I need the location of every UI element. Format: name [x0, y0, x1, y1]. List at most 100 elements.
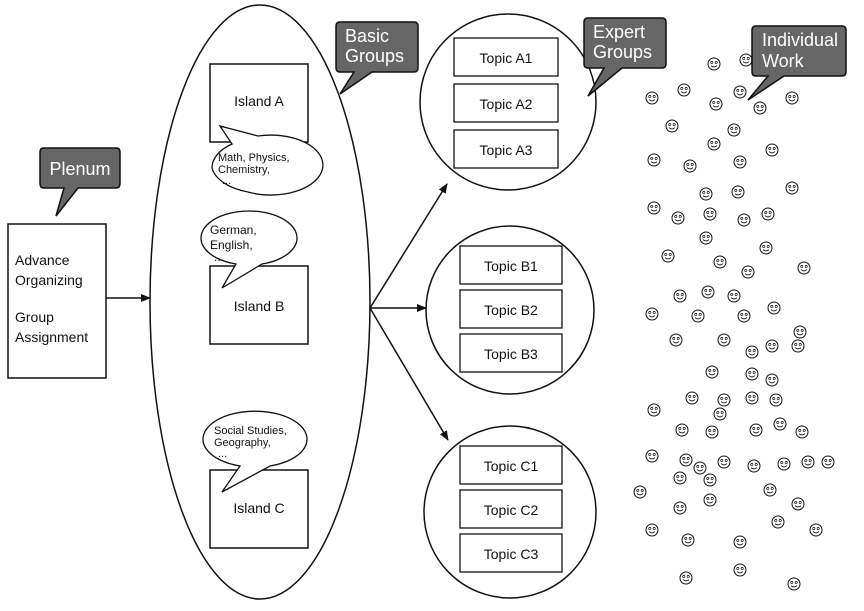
student-smiley-icon: [645, 449, 659, 463]
island-c-bubble: [202, 410, 308, 493]
student-smiley-icon: [705, 425, 719, 439]
plenum-callout-label: Plenum: [49, 159, 110, 179]
island-a-bubble-line2: Chemistry,: [218, 164, 270, 176]
student-smiley-icon: [785, 91, 799, 105]
topic-c2: Topic C2: [484, 502, 539, 518]
student-smiley-icon: [709, 97, 723, 111]
island-c: Island C Social Studies, Geography, ...: [202, 410, 309, 549]
student-smiley-icon: [765, 373, 779, 387]
plenum-group-text: Group: [15, 309, 54, 325]
topic-a2: Topic A2: [480, 96, 533, 112]
student-smiley-icon: [647, 403, 661, 417]
plenum-box: Advance Organizing Group Assignment: [7, 223, 107, 379]
individual-work-label-line2: Work: [762, 51, 805, 71]
individual-work-label-line1: Individual: [762, 30, 838, 50]
island-b-bubble-line3: ...: [214, 250, 224, 264]
student-smiley-icon: [661, 249, 675, 263]
student-smiley-icon: [681, 533, 695, 547]
island-c-bubble-line3: ...: [218, 448, 227, 460]
student-smiley-icon: [753, 101, 767, 115]
student-smiley-icon: [673, 471, 687, 485]
student-smiley-icon: [787, 577, 801, 591]
student-smiley-icon: [763, 483, 777, 497]
student-smiley-icon: [777, 457, 791, 471]
island-b: Island B German, English, ...: [200, 210, 309, 345]
student-smiley-icon: [773, 417, 787, 431]
student-smiley-icon: [821, 455, 835, 469]
student-smiley-icon: [761, 207, 775, 221]
individual-work-crowd: [633, 53, 835, 591]
basic-groups-callout: Basic Groups: [335, 21, 419, 95]
student-smiley-icon: [701, 285, 715, 299]
island-a-label: Island A: [234, 93, 284, 109]
student-smiley-icon: [731, 185, 745, 199]
basic-groups-label-line2: Groups: [345, 46, 404, 66]
student-smiley-icon: [645, 523, 659, 537]
island-c-bubble-line2: Geography,: [214, 437, 271, 449]
expert-groups-label-line1: Expert: [593, 22, 645, 42]
plenum-advance-text: Advance: [15, 252, 70, 268]
island-b-bubble: [200, 210, 298, 289]
student-smiley-icon: [705, 365, 719, 379]
student-smiley-icon: [665, 119, 679, 133]
student-smiley-icon: [707, 57, 721, 71]
student-smiley-icon: [765, 339, 779, 353]
student-smiley-icon: [645, 307, 659, 321]
island-c-bubble-line1: Social Studies,: [214, 425, 287, 437]
student-smiley-icon: [785, 181, 799, 195]
student-smiley-icon: [699, 231, 713, 245]
topic-c1: Topic C1: [484, 458, 539, 474]
individual-work-callout: Individual Work: [747, 25, 847, 101]
expert-groups-callout: Expert Groups: [583, 17, 667, 97]
student-smiley-icon: [745, 391, 759, 405]
basic-groups-label-line1: Basic: [345, 26, 389, 46]
student-smiley-icon: [679, 571, 693, 585]
student-smiley-icon: [801, 455, 815, 469]
student-smiley-icon: [691, 309, 705, 323]
student-smiley-icon: [693, 461, 707, 475]
topic-c3: Topic C3: [484, 546, 539, 562]
expert-group-b: Topic B1 Topic B2 Topic B3: [425, 225, 595, 395]
student-smiley-icon: [673, 289, 687, 303]
student-smiley-icon: [795, 425, 809, 439]
student-smiley-icon: [769, 393, 783, 407]
student-smiley-icon: [737, 309, 751, 323]
topic-a1: Topic A1: [480, 50, 533, 66]
student-smiley-icon: [699, 187, 713, 201]
topic-b3: Topic B3: [484, 346, 538, 362]
student-smiley-icon: [703, 473, 717, 487]
student-smiley-icon: [733, 85, 747, 99]
student-smiley-icon: [679, 453, 693, 467]
student-smiley-icon: [685, 391, 699, 405]
student-smiley-icon: [747, 459, 761, 473]
expert-group-a: Topic A1 Topic A2 Topic A3: [419, 13, 597, 191]
student-smiley-icon: [703, 207, 717, 221]
student-smiley-icon: [727, 123, 741, 137]
topic-b1: Topic B1: [484, 258, 538, 274]
student-smiley-icon: [703, 493, 717, 507]
student-smiley-icon: [647, 153, 661, 167]
student-smiley-icon: [727, 289, 741, 303]
student-smiley-icon: [717, 333, 731, 347]
student-smiley-icon: [791, 497, 805, 511]
island-b-label: Island B: [234, 298, 285, 314]
student-smiley-icon: [733, 535, 747, 549]
island-a: Island A Math, Physics, Chemistry, ...: [209, 63, 324, 196]
student-smiley-icon: [633, 485, 647, 499]
student-smiley-icon: [671, 211, 685, 225]
topic-a3: Topic A3: [480, 142, 533, 158]
student-smiley-icon: [683, 159, 697, 173]
student-smiley-icon: [745, 367, 759, 381]
island-b-bubble-line1: German,: [210, 223, 257, 237]
student-smiley-icon: [717, 455, 731, 469]
student-smiley-icon: [767, 301, 781, 315]
island-b-bubble-line2: English,: [210, 238, 253, 252]
student-smiley-icon: [765, 143, 779, 157]
plenum-organizing-text: Organizing: [15, 272, 83, 288]
arrow-basic-to-expert-c: [369, 307, 449, 441]
island-a-bubble: [211, 124, 324, 196]
student-smiley-icon: [707, 137, 721, 151]
plenum-callout: Plenum: [39, 147, 121, 217]
